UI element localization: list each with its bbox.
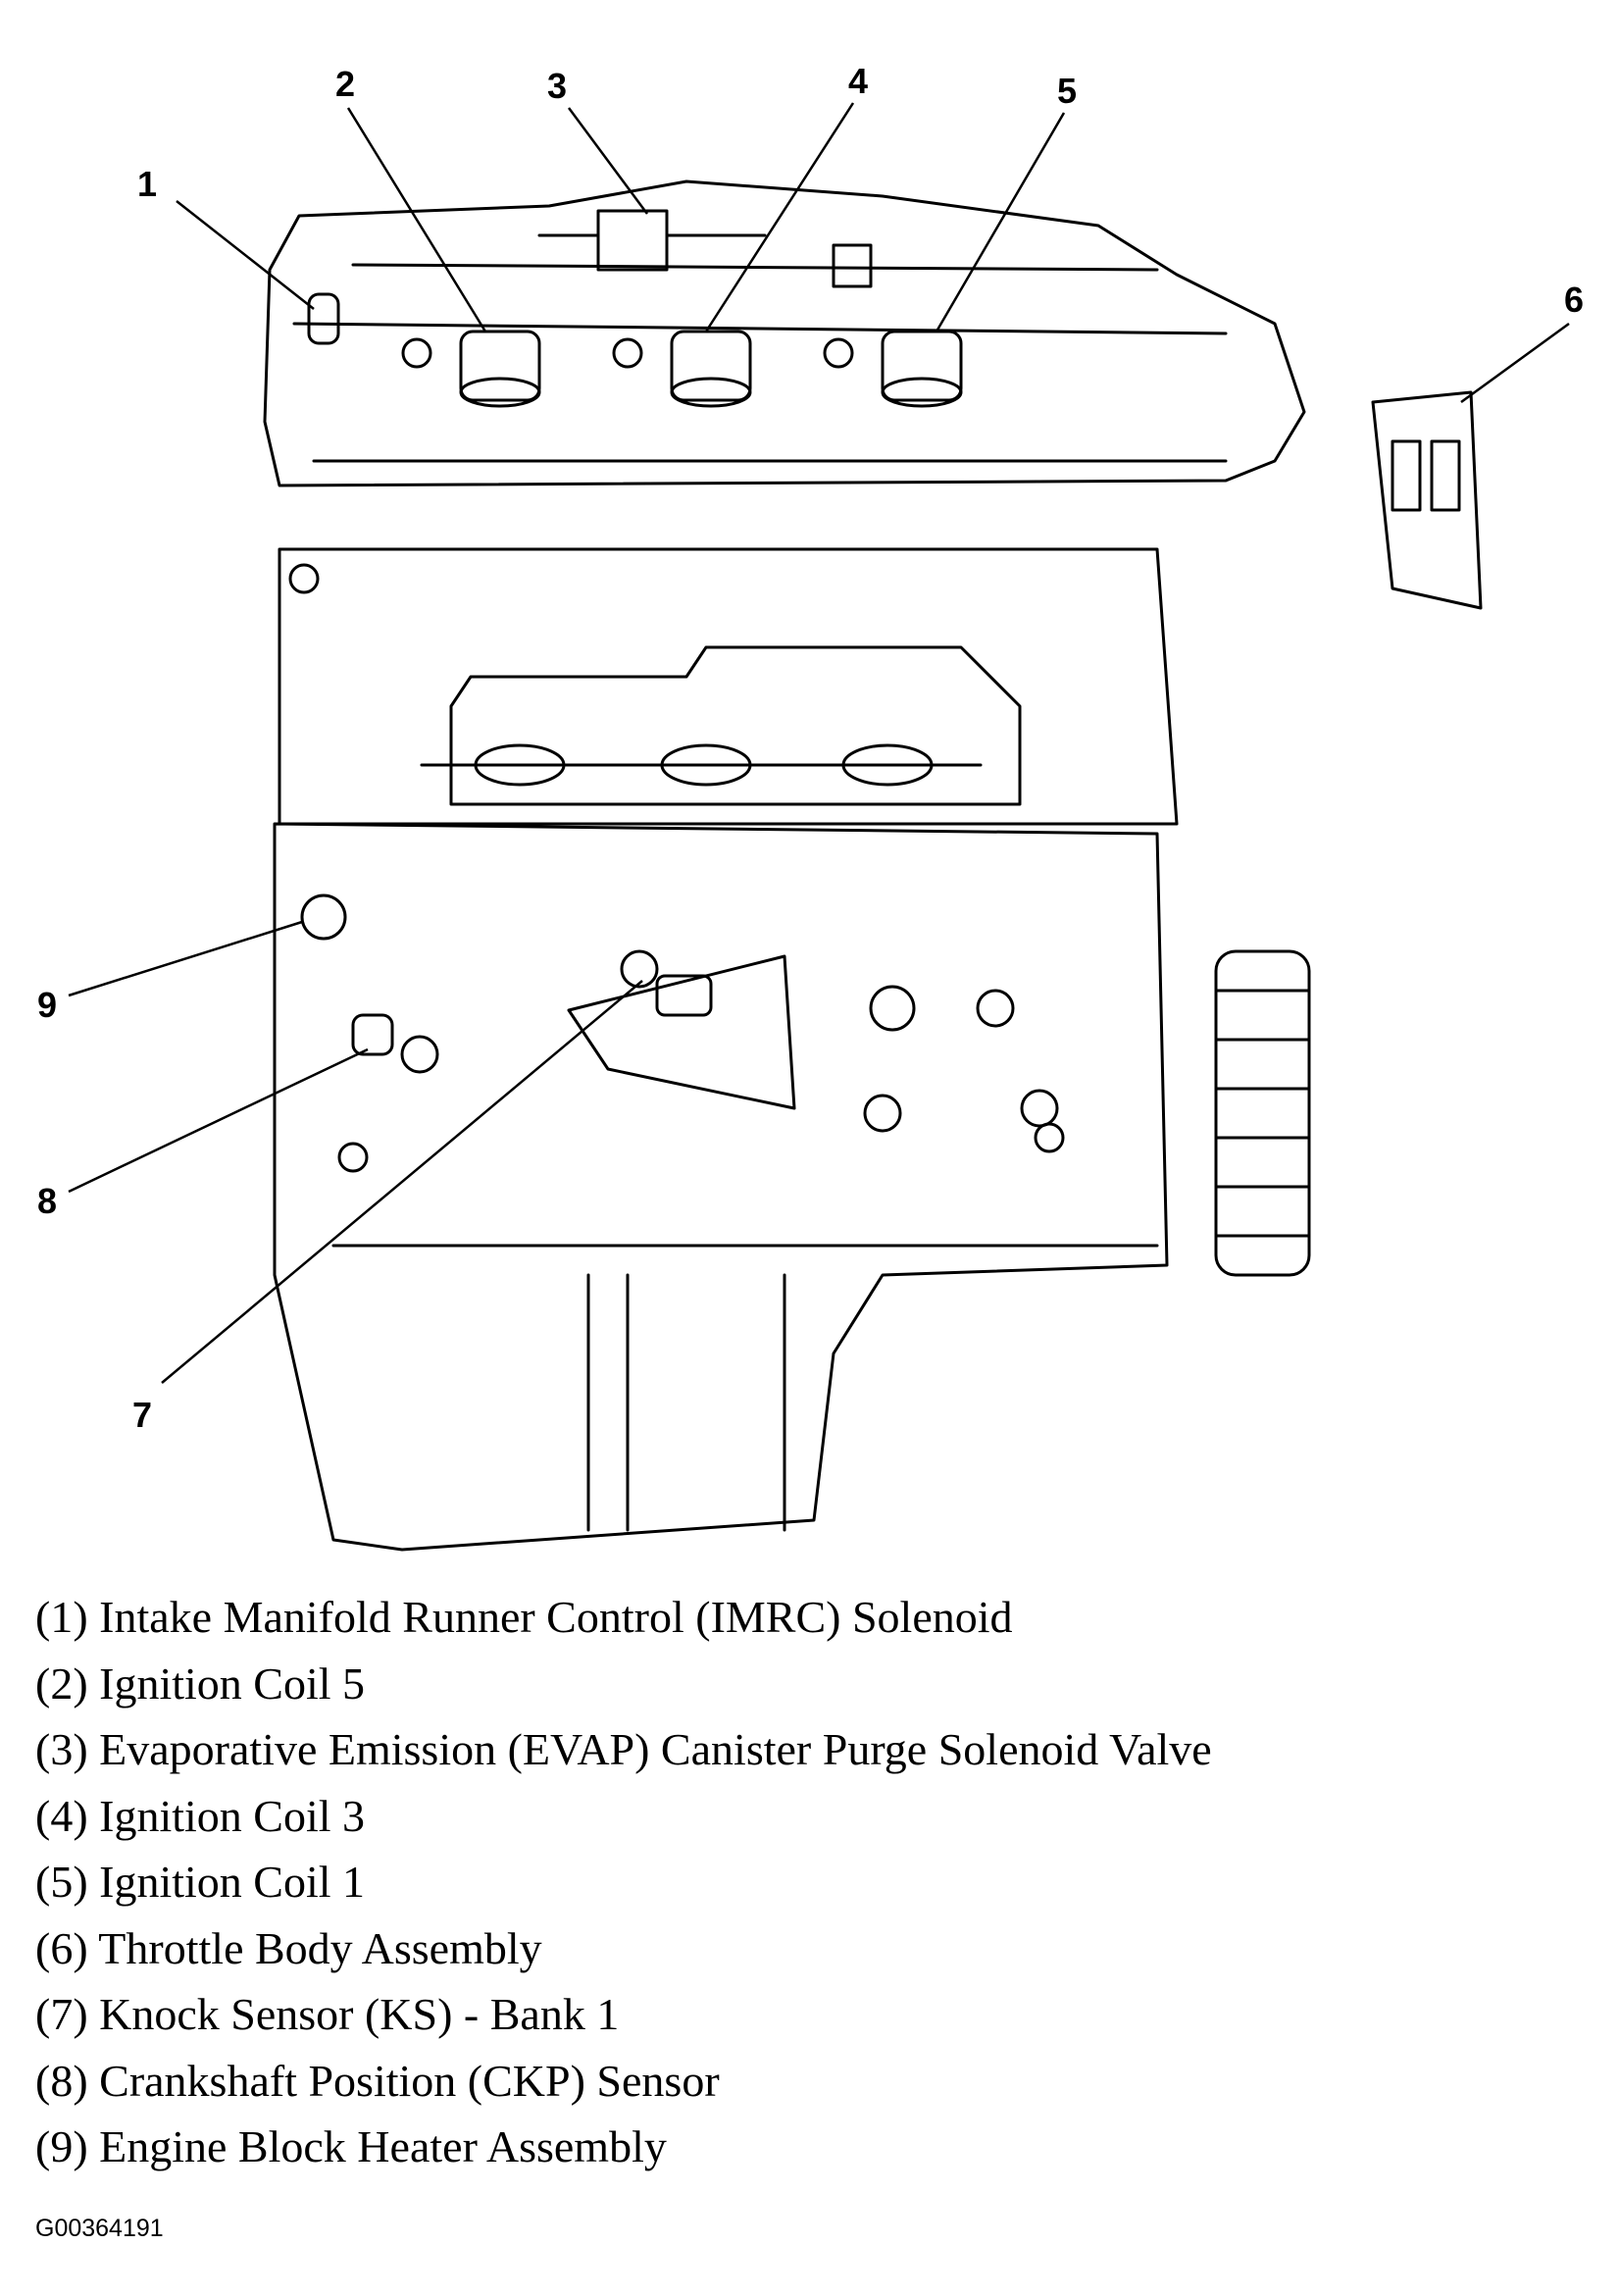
callout-2: 2 <box>335 64 355 104</box>
leader-7 <box>161 980 643 1384</box>
legend-item-6: (6) Throttle Body Assembly <box>35 1922 542 1973</box>
legend-item-8: (8) Crankshaft Position (CKP) Sensor <box>35 2055 720 2106</box>
leader-3 <box>567 107 649 215</box>
ignition-coil-3-shape <box>670 330 752 408</box>
leader-4 <box>704 102 855 332</box>
legend-item-3: (3) Evaporative Emission (EVAP) Canister… <box>35 1724 1212 1774</box>
figure-id: G00364191 <box>35 2215 164 2242</box>
ignition-coil-5-shape <box>459 330 541 408</box>
cylinder-head <box>278 547 1179 826</box>
callout-7: 7 <box>132 1395 152 1435</box>
legend-item-5: (5) Ignition Coil 1 <box>35 1857 366 1907</box>
leader-6 <box>1460 322 1570 404</box>
legend-item-4: (4) Ignition Coil 3 <box>35 1790 366 1841</box>
leader-5 <box>935 112 1066 332</box>
legend-item-2: (2) Ignition Coil 5 <box>35 1658 366 1709</box>
callout-1: 1 <box>137 164 157 204</box>
leader-1 <box>176 200 315 310</box>
legend-item-1: (1) Intake Manifold Runner Control (IMRC… <box>35 1592 1013 1642</box>
engine-diagram: 1 2 3 4 5 6 7 8 9 <box>37 61 1584 1552</box>
leader-8 <box>68 1047 369 1194</box>
leader-2 <box>346 107 487 332</box>
callout-3: 3 <box>547 66 567 106</box>
evap-valve-shape <box>537 209 873 288</box>
callout-5: 5 <box>1057 71 1077 111</box>
crank-pulley <box>1214 949 1311 1277</box>
throttle-body-shape <box>1371 390 1483 610</box>
legend: (1) Intake Manifold Runner Control (IMRC… <box>35 1584 1585 2180</box>
callout-4: 4 <box>848 61 868 101</box>
imrc-solenoid-shape <box>307 292 340 345</box>
knock-sensor-shape <box>620 949 713 1017</box>
callout-8: 8 <box>37 1181 57 1221</box>
ckp-sensor-shape <box>351 1013 439 1074</box>
intake-manifold <box>263 179 1306 487</box>
engine-block <box>273 822 1169 1552</box>
callout-6: 6 <box>1564 280 1584 320</box>
ignition-coil-1-shape <box>881 330 963 408</box>
legend-item-9: (9) Engine Block Heater Assembly <box>35 2121 667 2171</box>
legend-item-7: (7) Knock Sensor (KS) - Bank 1 <box>35 1989 620 2039</box>
callout-9: 9 <box>37 985 57 1025</box>
leader-9 <box>68 920 303 997</box>
